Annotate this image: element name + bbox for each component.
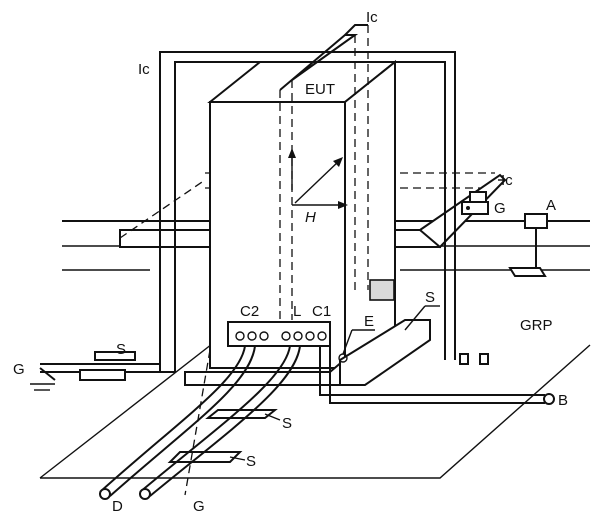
right-clamp <box>461 191 548 277</box>
label-b: B <box>558 392 568 409</box>
label-s-left: S <box>116 341 126 358</box>
label-g-right: G <box>494 200 506 217</box>
cables <box>99 345 555 500</box>
label-s-right: S <box>425 289 435 306</box>
field-arrows <box>288 148 348 209</box>
label-c2: C2 <box>240 303 259 320</box>
label-s-mid2: S <box>246 453 256 470</box>
label-ic-right: Ic <box>501 172 513 189</box>
left-ground-connection <box>30 367 56 391</box>
insulating-supports <box>79 319 431 463</box>
leader-lines <box>229 179 505 461</box>
label-eut: EUT <box>305 81 335 98</box>
label-ic-top: Ic <box>366 9 378 26</box>
label-l: L <box>293 303 301 320</box>
vertical-coil-dashed <box>279 24 369 320</box>
label-g-left: G <box>13 361 25 378</box>
terminal-strip <box>227 321 331 347</box>
label-c1: C1 <box>312 303 331 320</box>
label-g-bottom: G <box>193 498 205 511</box>
eut-box <box>207 59 398 371</box>
label-h-field: H <box>305 209 316 226</box>
label-e: E <box>364 313 374 330</box>
earth-terminal <box>338 329 375 363</box>
label-s-mid1: S <box>282 415 292 432</box>
label-a: A <box>546 197 556 214</box>
label-ic-left: Ic <box>138 61 150 78</box>
label-d: D <box>112 498 123 511</box>
label-grp: GRP <box>520 317 553 334</box>
